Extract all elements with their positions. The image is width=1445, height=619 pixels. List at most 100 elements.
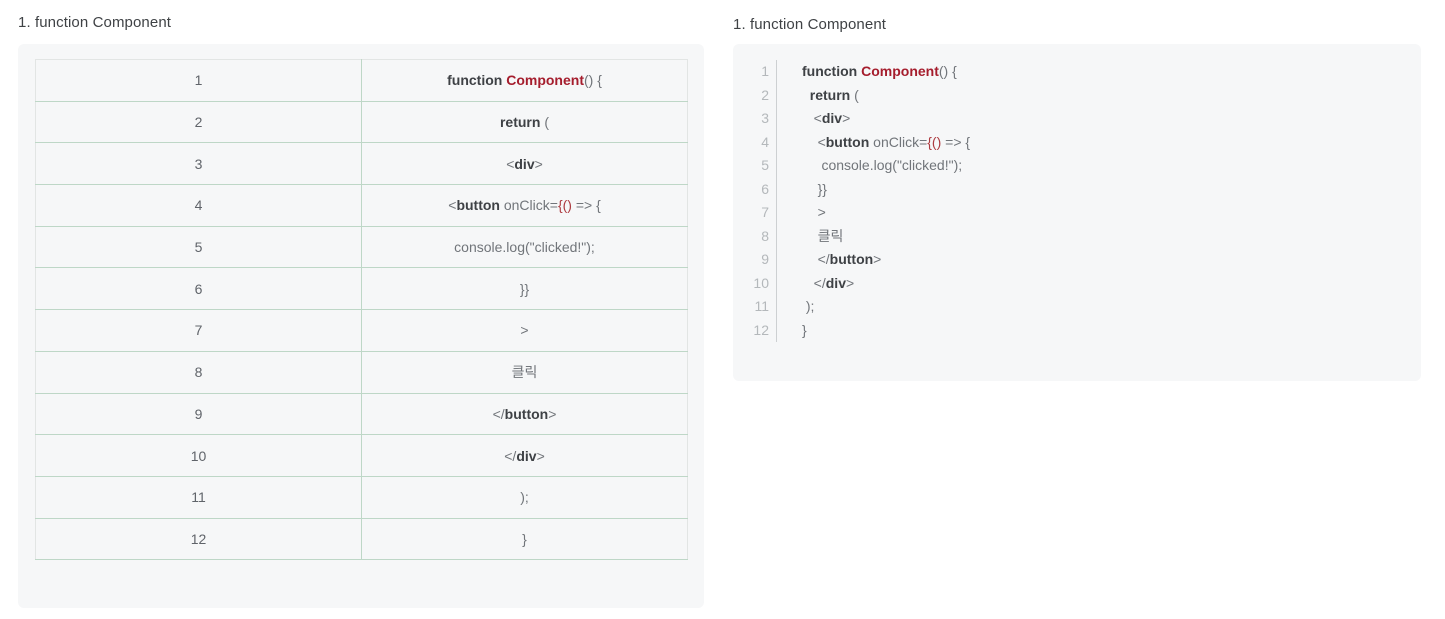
code-text: <div> <box>777 107 851 131</box>
code-segment: } <box>522 530 527 547</box>
line-number-cell: 5 <box>35 226 362 269</box>
code-segment: button <box>456 197 500 214</box>
code-cell: } <box>361 518 688 561</box>
code-line: 8 클릭 <box>733 224 1421 249</box>
code-line: 11 ); <box>733 295 1421 319</box>
code-line: 6 }} <box>733 177 1421 202</box>
code-segment: </ <box>492 405 505 422</box>
code-segment: < <box>817 133 826 150</box>
indent <box>802 228 818 244</box>
code-segment: > <box>534 155 543 172</box>
code-line: 5 console.log("clicked!"); <box>733 154 1421 178</box>
line-number-cell: 9 <box>35 393 362 436</box>
code-segment: div <box>825 274 846 291</box>
code-segment: button <box>829 251 874 267</box>
line-number: 2 <box>733 83 777 107</box>
code-segment: </ <box>504 447 517 464</box>
line-number-cell: 6 <box>35 267 362 311</box>
code-segment: </ <box>817 251 830 267</box>
code-segment: }} <box>817 180 827 197</box>
code-segment: div <box>516 447 537 464</box>
indent <box>802 204 818 220</box>
code-segment: < <box>506 155 515 172</box>
code-segment: } <box>802 321 807 338</box>
code-segment: > <box>817 204 826 220</box>
code-line: 9 </button> <box>733 248 1421 272</box>
indent <box>802 157 821 173</box>
code-segment: console.log("clicked!"); <box>821 157 963 173</box>
code-text: </button> <box>777 248 882 272</box>
code-segment: > <box>873 251 882 267</box>
indent <box>802 251 818 267</box>
code-segment: ); <box>805 298 815 314</box>
code-cell: <div> <box>361 142 688 186</box>
code-segment: > <box>548 405 557 422</box>
code-text: > <box>777 201 826 225</box>
line-number: 3 <box>733 107 777 131</box>
table-row: 6}} <box>35 267 688 311</box>
code-segment: console.log("clicked!"); <box>454 239 595 256</box>
table-row: 10</div> <box>35 434 688 477</box>
code-segment: function <box>802 63 862 79</box>
code-segment: 클릭 <box>817 227 844 244</box>
code-line: 3 <div> <box>733 107 1421 131</box>
code-segment: > <box>845 274 855 291</box>
code-cell: </button> <box>361 393 688 436</box>
code-cell: 클릭 <box>361 351 688 394</box>
code-text: console.log("clicked!"); <box>777 154 962 178</box>
code-segment: }} <box>519 280 530 297</box>
code-segment: {() <box>927 133 942 150</box>
code-segment: function <box>447 72 507 89</box>
table-row: 3<div> <box>35 142 688 186</box>
line-number: 8 <box>733 224 777 248</box>
line-number-cell: 8 <box>35 351 362 394</box>
code-segment: => { <box>941 133 971 150</box>
indent <box>802 110 814 126</box>
code-segment: > <box>520 322 529 339</box>
code-segment: ( <box>540 114 549 131</box>
code-segment: div <box>514 155 535 172</box>
right-section-title: 1. function Component <box>733 16 887 33</box>
code-cell: </div> <box>361 434 688 477</box>
code-segment: return <box>809 86 851 103</box>
code-segment: > <box>536 447 545 464</box>
indent <box>802 181 818 197</box>
line-number-cell: 7 <box>35 309 362 352</box>
code-segment: < <box>448 197 457 214</box>
code-line: 7 > <box>733 201 1421 225</box>
line-number: 1 <box>733 60 777 84</box>
indent <box>802 87 810 103</box>
code-text: }} <box>777 178 827 202</box>
code-line: 12} <box>733 318 1421 342</box>
line-number: 12 <box>733 318 777 342</box>
code-text: </div> <box>777 272 855 296</box>
line-number-cell: 4 <box>35 184 362 227</box>
code-cell: }} <box>361 267 688 311</box>
line-number-cell: 11 <box>35 476 362 519</box>
indent <box>802 134 818 150</box>
code-segment: return <box>499 114 541 131</box>
indent <box>802 275 814 291</box>
line-number-cell: 1 <box>35 59 362 102</box>
code-segment: div <box>821 110 843 126</box>
code-text: <button onClick={() => { <box>777 131 971 155</box>
table-row: 4<button onClick={() => { <box>35 184 688 227</box>
code-segment: ( <box>850 86 859 103</box>
code-cell: > <box>361 309 688 352</box>
line-number: 7 <box>733 201 777 225</box>
code-segment: onClick= <box>869 133 928 150</box>
code-text: 클릭 <box>777 225 844 249</box>
code-line: 4 <button onClick={() => { <box>733 130 1421 155</box>
line-number: 11 <box>733 295 777 319</box>
table-row: 5 console.log("clicked!"); <box>35 226 688 269</box>
code-segment: {() <box>557 197 572 214</box>
line-number-cell: 12 <box>35 518 362 561</box>
code-segment: => { <box>571 197 601 214</box>
line-number: 6 <box>733 177 777 201</box>
code-segment: button <box>825 133 870 150</box>
table-row: 9</button> <box>35 393 688 436</box>
